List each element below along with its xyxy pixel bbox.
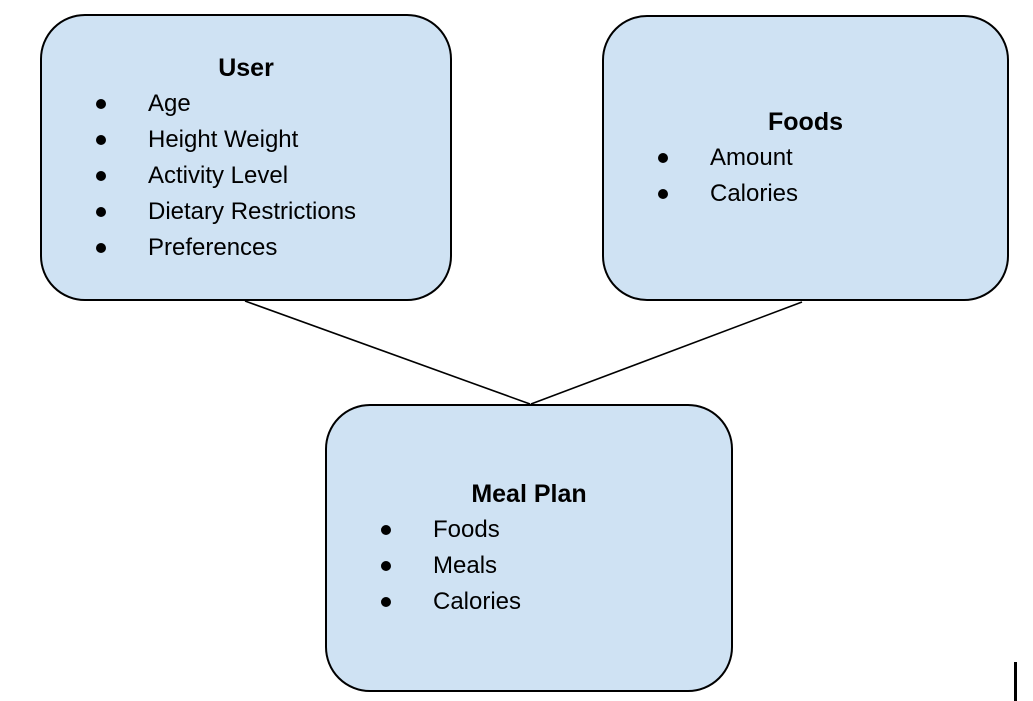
bullet-icon bbox=[96, 206, 106, 217]
list-item-label: Amount bbox=[710, 144, 793, 171]
node-meal-plan-title: Meal Plan bbox=[471, 480, 587, 508]
bullet-icon bbox=[381, 525, 391, 535]
node-user[interactable]: User Age Height Weight Activity Level Di… bbox=[40, 14, 452, 301]
bullet-icon bbox=[96, 98, 106, 109]
node-meal-plan[interactable]: Meal Plan Foods Meals Calories bbox=[325, 404, 733, 692]
node-foods-title: Foods bbox=[768, 108, 843, 136]
list-item-label: Meals bbox=[433, 552, 498, 579]
list-item-label: Height Weight bbox=[148, 125, 299, 153]
list-item: Dietary Restrictions bbox=[42, 194, 450, 230]
bullet-icon bbox=[658, 153, 668, 163]
list-item-label: Age bbox=[148, 89, 191, 117]
list-item: Foods bbox=[327, 512, 731, 548]
bullet-icon bbox=[381, 561, 391, 571]
connector-line-foods-mealplan bbox=[530, 301, 803, 405]
list-item: Calories bbox=[604, 176, 1007, 212]
list-item: Age bbox=[42, 86, 450, 122]
list-item-label: Dietary Restrictions bbox=[148, 197, 357, 225]
bullet-icon bbox=[96, 134, 106, 145]
bullet-icon bbox=[96, 242, 106, 253]
list-item-label: Calories bbox=[433, 588, 522, 615]
list-item-label: Activity Level bbox=[148, 161, 289, 189]
list-item: Amount bbox=[604, 140, 1007, 176]
bullet-icon bbox=[381, 597, 391, 607]
list-item: Calories bbox=[327, 584, 731, 620]
list-item: Activity Level bbox=[42, 158, 450, 194]
bullet-icon bbox=[96, 170, 106, 181]
list-item: Height Weight bbox=[42, 122, 450, 158]
list-item-label: Foods bbox=[433, 516, 500, 543]
node-user-title: User bbox=[218, 53, 274, 82]
connector-line-user-mealplan bbox=[244, 300, 531, 405]
caret-mark bbox=[1014, 662, 1017, 701]
bullet-icon bbox=[658, 189, 668, 199]
list-item: Preferences bbox=[42, 230, 450, 266]
list-item-label: Calories bbox=[710, 180, 799, 207]
node-foods[interactable]: Foods Amount Calories bbox=[602, 15, 1009, 301]
list-item-label: Preferences bbox=[148, 233, 278, 261]
list-item: Meals bbox=[327, 548, 731, 584]
